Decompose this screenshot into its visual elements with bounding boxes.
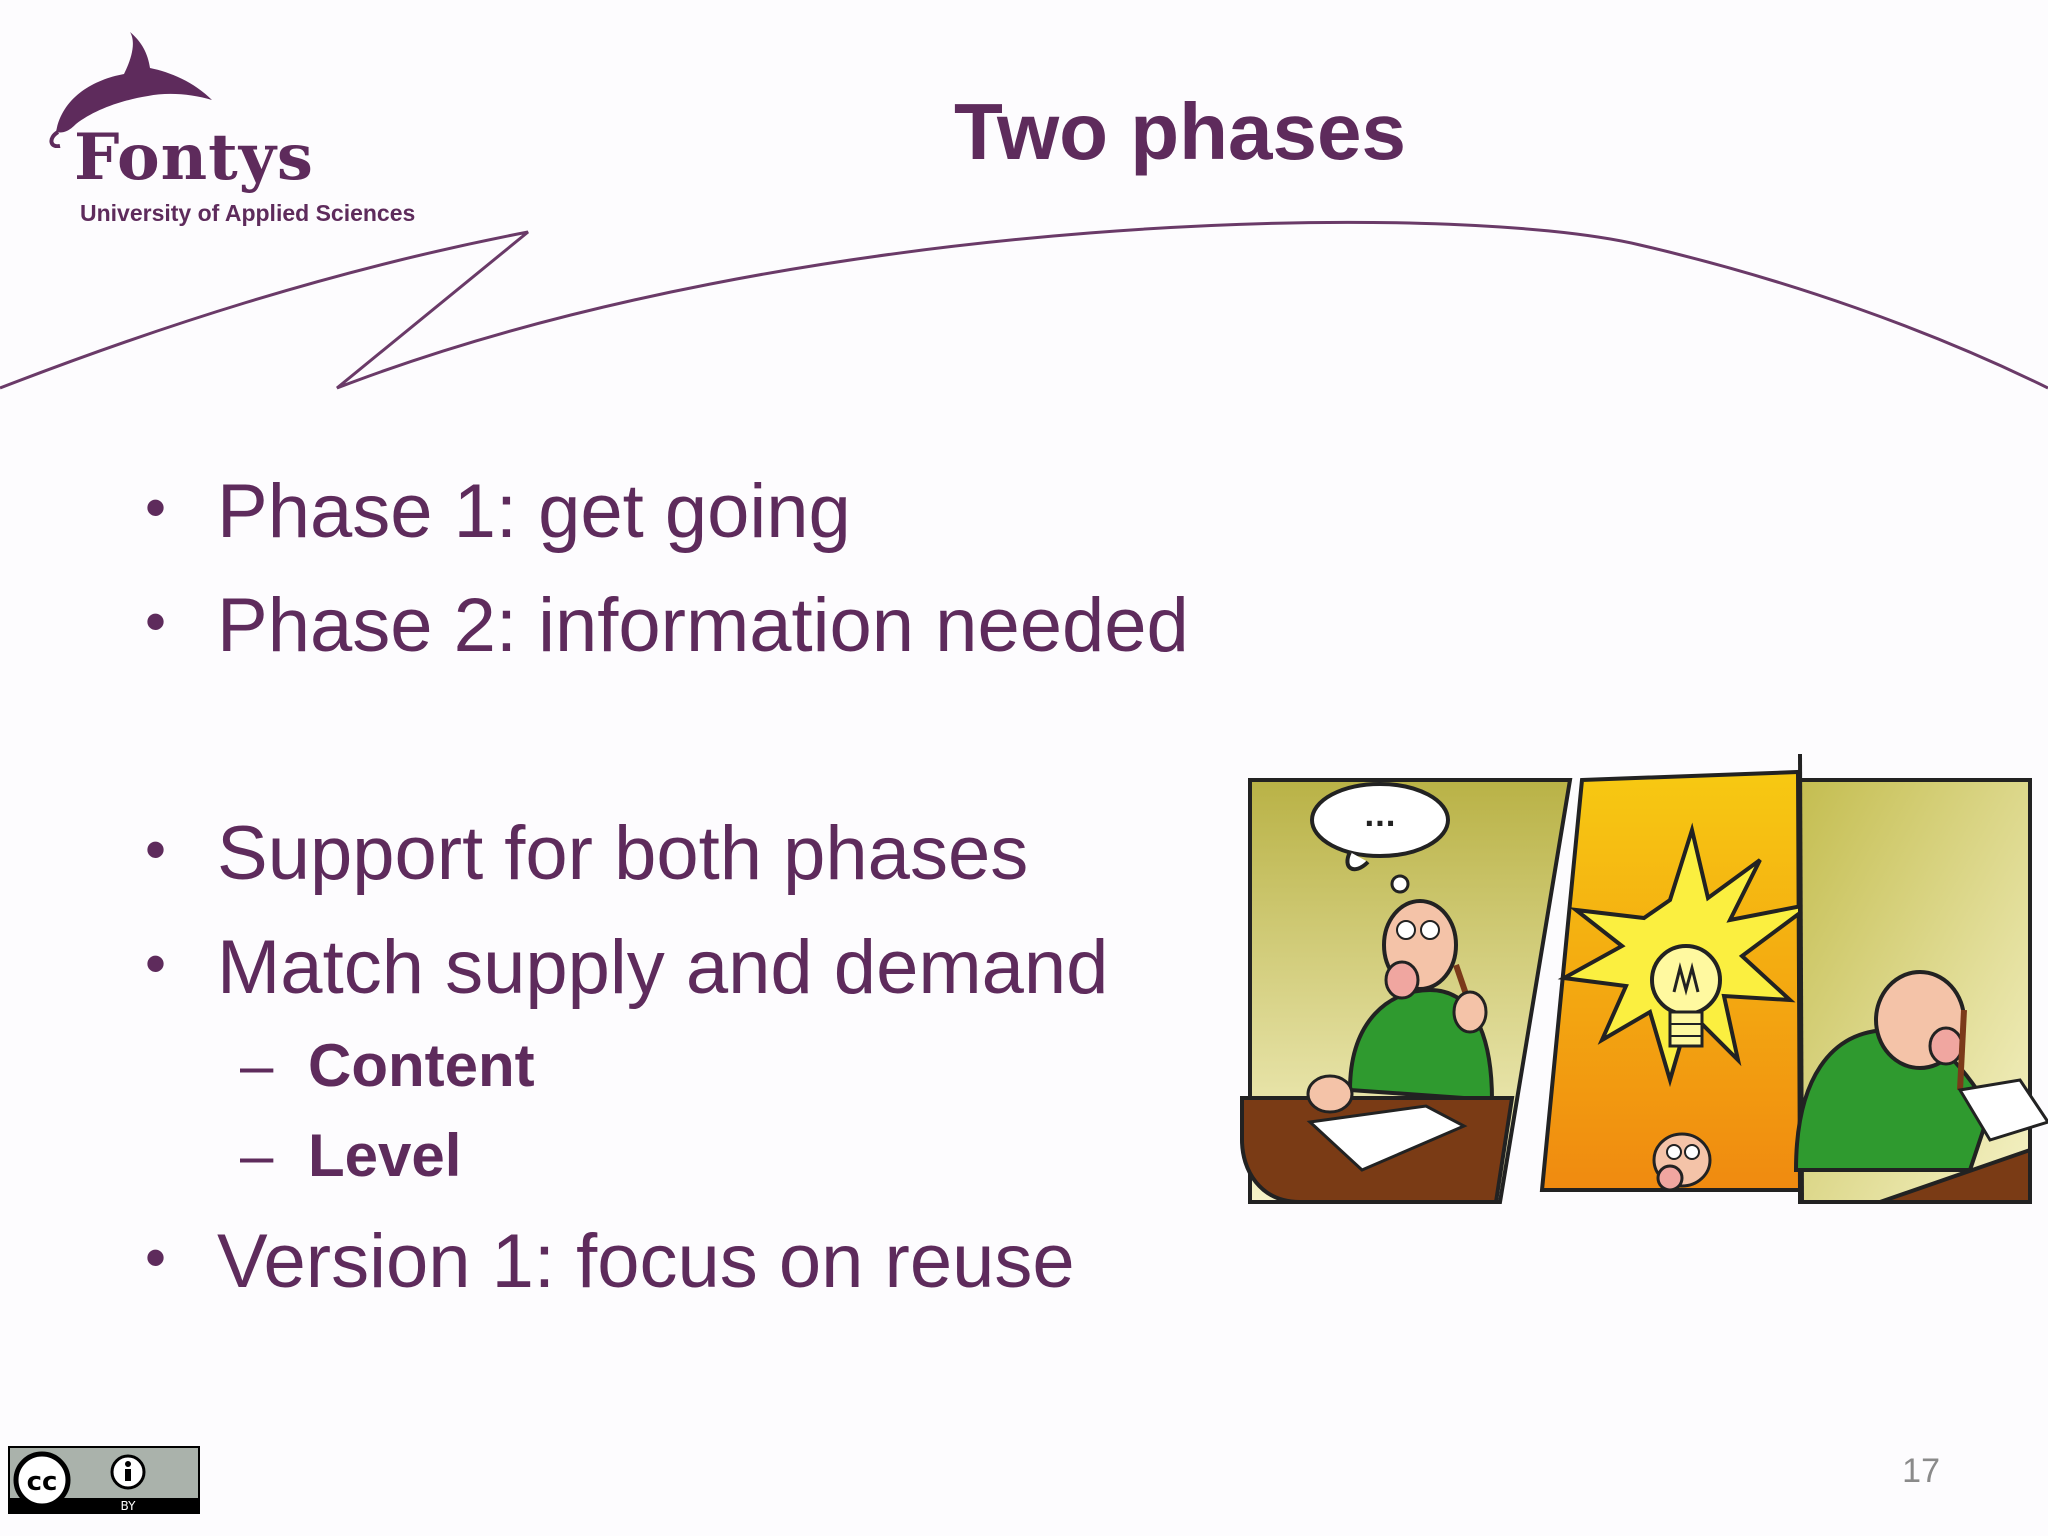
bullet-dot: • (145, 1224, 167, 1291)
sub-bullet-text: Content (308, 1032, 535, 1099)
comic-lightbulb-idea-icon: ... (1240, 753, 2048, 1204)
logo-subtitle: University of Applied Sciences (80, 200, 416, 226)
bullet-dot: • (145, 474, 167, 541)
svg-text:cc: cc (27, 1467, 58, 1497)
slide-title: Two phases (954, 87, 1406, 176)
comic-panel-1: ... (1240, 778, 1573, 1204)
dolphin-logo-icon (49, 32, 212, 148)
page-number: 17 (1902, 1452, 1940, 1490)
bullet-text: Phase 2: information needed (217, 583, 1189, 668)
sub-bullet-dash: – (240, 1122, 274, 1189)
bullet-dot: • (145, 930, 167, 997)
svg-text:...: ... (1364, 800, 1396, 833)
cc-by-icon: cc BY (8, 1446, 200, 1514)
swoosh-divider (0, 220, 2048, 390)
bullet-text: Phase 1: get going (217, 469, 851, 554)
comic-panel-3 (1793, 753, 2048, 1204)
comic-panel-2 (1539, 769, 1814, 1192)
sub-bullet-text: Level (308, 1122, 462, 1189)
bullet-dot: • (145, 816, 167, 883)
bullet-dot: • (145, 588, 167, 655)
bullet-text: Support for both phases (217, 811, 1029, 896)
bullet-text: Version 1: focus on reuse (217, 1219, 1075, 1304)
bullet-text: Match supply and demand (217, 925, 1109, 1010)
logo-wordmark: Fontys (74, 120, 314, 195)
cc-by-label: BY (121, 1499, 137, 1513)
sub-bullet-dash: – (240, 1032, 274, 1099)
fontys-logo: Fontys University of Applied Sciences (44, 28, 464, 238)
